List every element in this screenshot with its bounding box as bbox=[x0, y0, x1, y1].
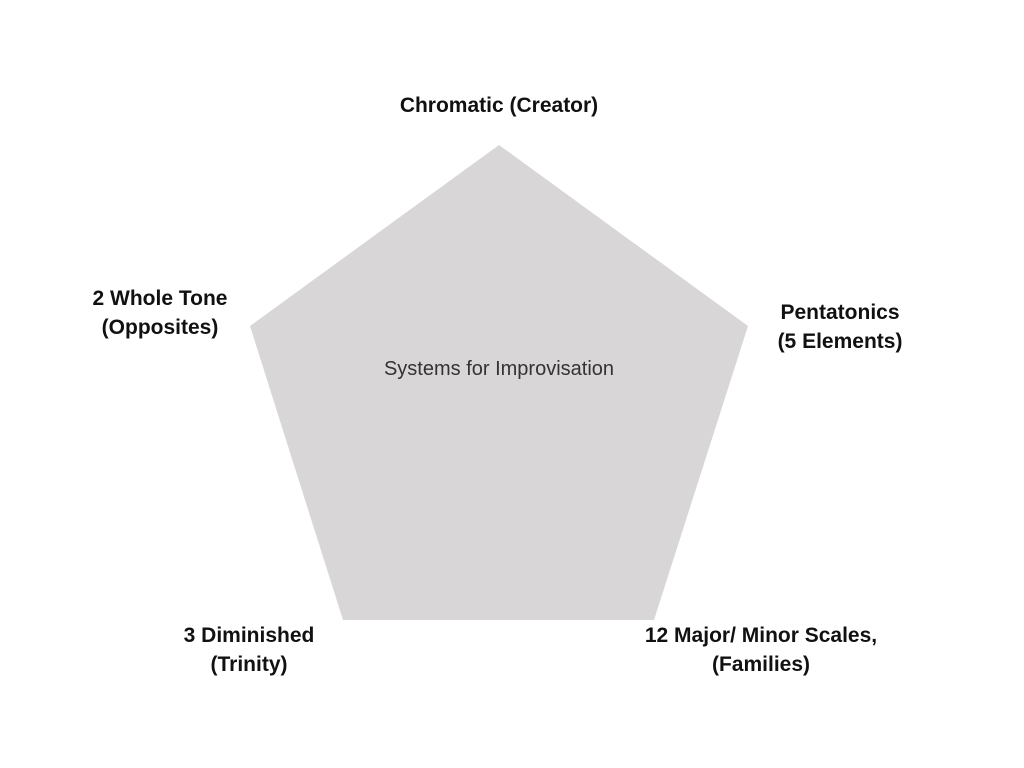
vertex-label-line: 3 Diminished bbox=[183, 624, 315, 647]
vertex-label-chromatic: Chromatic (Creator) bbox=[400, 91, 598, 120]
vertex-label-line: (Trinity) bbox=[210, 653, 288, 676]
vertex-label-line: (Families) bbox=[711, 653, 811, 676]
vertex-label-line: 2 Whole Tone bbox=[92, 287, 228, 310]
vertex-label-whole-tone: 2 Whole Tone (Opposites) bbox=[93, 284, 228, 342]
vertex-label-pentatonics: Pentatonics (5 Elements) bbox=[778, 298, 903, 356]
vertex-label-line: 12 Major/ Minor Scales, bbox=[644, 624, 878, 647]
vertex-label-line: Pentatonics bbox=[780, 301, 900, 324]
center-label: Systems for Improvisation bbox=[383, 358, 615, 380]
vertex-label-line: (5 Elements) bbox=[777, 330, 903, 353]
vertex-label-line: (Opposites) bbox=[101, 316, 219, 339]
vertex-label-line: Chromatic (Creator) bbox=[399, 94, 599, 117]
vertex-label-diminished: 3 Diminished (Trinity) bbox=[184, 621, 315, 679]
pentagon-shape bbox=[250, 145, 748, 620]
vertex-label-major-minor: 12 Major/ Minor Scales, (Families) bbox=[645, 621, 877, 679]
